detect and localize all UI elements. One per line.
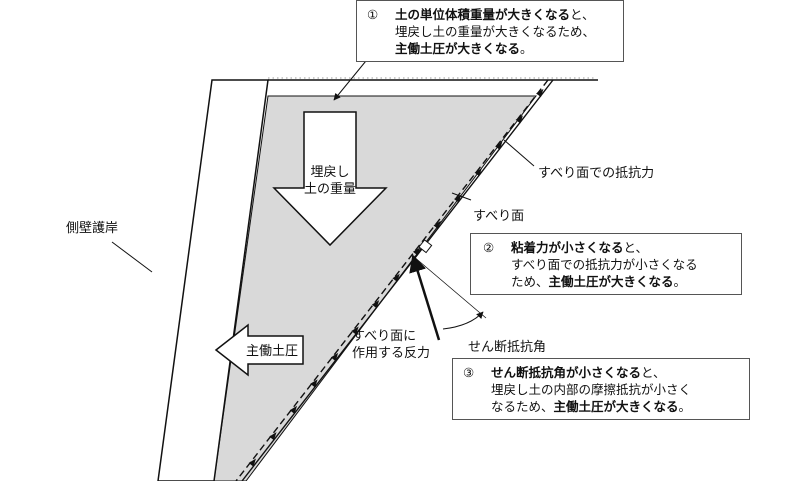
- slip-resistance-arrowhead: [536, 88, 544, 98]
- slip-resistance-arrowhead: [269, 432, 277, 441]
- slip-resistance-arrowhead: [310, 379, 318, 388]
- slip-resistance-arrowhead: [474, 168, 482, 177]
- shear-angle-arc: [442, 311, 484, 330]
- slip-resistance-arrowhead: [454, 194, 462, 203]
- slip-resistance-arrowhead: [330, 352, 339, 362]
- side-wall-leader: [111, 241, 153, 273]
- callout2-line1-bold: 粘着力が小さくなる: [511, 240, 624, 255]
- callout1-line1-rest: と、: [570, 7, 595, 22]
- slip-resistance-arrowhead: [392, 273, 400, 282]
- backfill-weight-label-2: 土の重量: [304, 181, 356, 197]
- active-earth-pressure-arrow: [214, 323, 304, 377]
- callout2-box: ② 粘着力が小さくなると、 すべり面での抵抗力が小さくなる ため、主働土圧が大き…: [470, 233, 742, 295]
- callout3-line1: せん断抵抗角が小さくなると、: [491, 364, 666, 381]
- callout3-line3-bold: 主働土圧が大きくなる: [553, 399, 679, 414]
- slip-resistance-leader: [503, 139, 535, 167]
- callout2-line1: 粘着力が小さくなると、: [511, 239, 648, 256]
- reaction-label-2: 作用する反力: [352, 346, 430, 361]
- callout2-line1-rest: と、: [623, 240, 649, 255]
- slip-surface-line-dashed: [235, 79, 549, 481]
- callout2-line3-rest: 。: [673, 274, 687, 289]
- shear-angle-label: せん断抵抗角: [468, 340, 546, 355]
- callout3-number: ③: [463, 365, 475, 380]
- slip-surface-leader: [451, 192, 472, 201]
- callout3-line3-rest: 。: [678, 399, 692, 414]
- callout2-line3-pre: ため、: [511, 274, 549, 289]
- callout2-line3: ため、主働土圧が大きくなる。: [511, 273, 686, 290]
- slip-surface-label: すべり面: [473, 209, 524, 224]
- callout3-line3-pre: なるため、: [491, 399, 554, 414]
- callout1-line3: 主働土圧が大きくなる。: [395, 40, 533, 57]
- slip-resistance-label: すべり面での抵抗力: [538, 166, 654, 181]
- reaction-force-arrow: [409, 254, 441, 341]
- reaction-label-1: すべり面に: [352, 329, 416, 344]
- callout1-line1-bold: 土の単位体積重量が大きくなる: [395, 7, 571, 22]
- slip-resistance-arrowhead: [248, 458, 256, 467]
- normal-reference-line: [412, 255, 487, 319]
- right-angle-marker: [418, 239, 433, 254]
- callout3-line1-rest: と、: [641, 365, 666, 380]
- slip-resistance-arrowhead: [495, 141, 503, 150]
- slip-resistance-arrowhead: [515, 115, 523, 124]
- callout3-line1-bold: せん断抵抗角が小さくなる: [491, 365, 642, 380]
- slip-resistance-arrowhead: [433, 220, 441, 230]
- slip-resistance-arrowhead: [351, 326, 359, 335]
- callout1-line3-rest: 。: [520, 41, 533, 56]
- callout1-leader: [333, 55, 371, 101]
- slip-resistance-arrowhead: [371, 300, 380, 309]
- callout1-line3-bold: 主働土圧が大きくなる: [395, 41, 521, 56]
- callout1-line1: 土の単位体積重量が大きくなると、: [395, 6, 595, 23]
- callout1-line2: 埋戻し土の重量が大きくなるため、: [395, 24, 596, 39]
- backfill-weight-arrow: [272, 111, 388, 247]
- slip-resistance-arrowhead: [412, 247, 421, 256]
- callout2-line2: すべり面での抵抗力が小さくなる: [511, 257, 698, 272]
- active-earth-pressure-label: 主働土圧: [246, 344, 298, 359]
- slip-resistance-arrowhead: [289, 405, 298, 414]
- slip-resistance-arrows: [248, 88, 544, 467]
- callout2-line3-bold: 主働土圧が大きくなる: [548, 274, 674, 289]
- callout1-box: ① 土の単位体積重量が大きくなると、 埋戻し土の重量が大きくなるため、 主働土圧…: [356, 0, 624, 62]
- callout1-number: ①: [367, 7, 379, 22]
- callout3-line2: 埋戻し土の内部の摩擦抵抗が小さく: [491, 382, 692, 397]
- side-wall-label: 側壁護岸: [66, 220, 118, 236]
- backfill-weight-label-1: 埋戻し: [310, 165, 349, 180]
- callout3-box: ③ せん断抵抗角が小さくなると、 埋戻し土の内部の摩擦抵抗が小さく なるため、主…: [452, 358, 750, 420]
- callout2-number: ②: [483, 240, 495, 255]
- side-wall: [157, 79, 269, 481]
- callout3-line3: なるため、主働土圧が大きくなる。: [491, 398, 691, 415]
